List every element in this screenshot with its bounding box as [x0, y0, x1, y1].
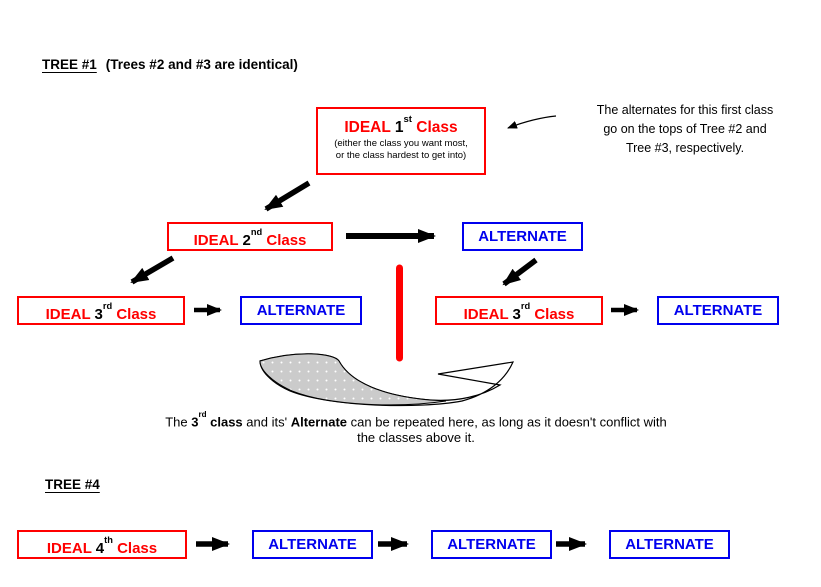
ideal3l-ordinal: rd [102, 300, 113, 311]
node-alternate-row3-right: ALTERNATE [657, 296, 779, 325]
caption-b1: 3 [191, 414, 199, 430]
curved-repeat-arrow-icon [259, 353, 514, 407]
ideal1-number: 1 [394, 119, 404, 137]
ideal3l-number: 3 [94, 306, 103, 323]
node-alternate-tree4-2: ALTERNATE [431, 530, 552, 559]
ideal2-number: 2 [242, 232, 251, 249]
ideal1-pre: IDEAL [344, 119, 395, 137]
caption-t3: can be repeated here, as long as it does… [347, 414, 667, 430]
tree4-title: TREE #4 [45, 477, 100, 492]
tree1-title: TREE #1 [42, 57, 97, 72]
node-ideal-3rd-class-left: IDEAL 3rd Class [17, 296, 185, 325]
node-alternate-tree4-3: ALTERNATE [609, 530, 730, 559]
node-ideal-1st-class: IDEAL 1st Class (either the class you wa… [316, 107, 486, 175]
repeat-caption: The 3rd class and its' Alternate can be … [61, 410, 771, 446]
ideal1-note-line2: or the class hardest to get into) [335, 149, 467, 161]
annotation-line1: The alternates for this first class [596, 103, 774, 117]
arrow-annotation-to-ideal1-icon [507, 115, 557, 129]
ideal1-note-line1: (either the class you want most, [334, 138, 468, 150]
ideal1-ordinal: st [403, 113, 412, 125]
annotation-line2: go on the tops of Tree #2 and [603, 122, 767, 136]
annotation-line3: Tree #3, respectively. [625, 141, 745, 155]
ideal4-post: Class [112, 540, 158, 557]
ideal2-post: Class [262, 232, 307, 249]
tree4-heading: TREE #4 [45, 477, 100, 492]
tree1-heading: TREE #1 (Trees #2 and #3 are identical) [42, 57, 298, 72]
ideal3r-post: Class [530, 306, 575, 323]
ideal2-pre: IDEAL [193, 232, 243, 249]
node-ideal-3rd-class-right: IDEAL 3rd Class [435, 296, 603, 325]
ideal3r-ordinal: rd [520, 300, 531, 311]
caption-b2: class [206, 414, 243, 430]
ideal3r-pre: IDEAL [463, 306, 513, 323]
node-alternate-row3-left: ALTERNATE [240, 296, 362, 325]
ideal2-ordinal: nd [250, 226, 263, 237]
repeat-caption-line1: The 3rd class and its' Alternate can be … [61, 410, 771, 430]
ideal4-ordinal: th [104, 534, 113, 545]
caption-t2: and its' [242, 414, 291, 430]
ideal3r-number: 3 [512, 306, 521, 323]
node-ideal-2nd-class: IDEAL 2nd Class [167, 222, 333, 251]
caption-t1: The [165, 414, 192, 430]
annotation-text: The alternates for this first class go o… [556, 101, 814, 158]
ideal4-number: 4 [95, 540, 105, 557]
arrow-alternate-to-ideal3-right-icon [502, 257, 538, 287]
caption-b3: Alternate [290, 414, 348, 430]
tree1-title-note: (Trees #2 and #3 are identical) [105, 57, 298, 72]
ideal3l-pre: IDEAL [45, 306, 95, 323]
node-alternate-tree4-1: ALTERNATE [252, 530, 373, 559]
repeat-caption-line2: the classes above it. [357, 430, 475, 446]
caption-b1-sup: rd [198, 410, 207, 420]
arrow-ideal1-to-ideal2-icon [264, 180, 311, 212]
node-alternate-row2: ALTERNATE [462, 222, 583, 251]
ideal1-label: IDEAL 1st Class [318, 114, 484, 138]
ideal4-pre: IDEAL [46, 540, 96, 557]
node-ideal-4th-class: IDEAL 4th Class [17, 530, 187, 559]
curved-repeat-arrow-gray-fill [259, 353, 447, 406]
ideal3l-post: Class [112, 306, 157, 323]
arrow-ideal2-to-ideal3-left-icon [130, 255, 175, 285]
ideal1-post: Class [412, 119, 458, 137]
